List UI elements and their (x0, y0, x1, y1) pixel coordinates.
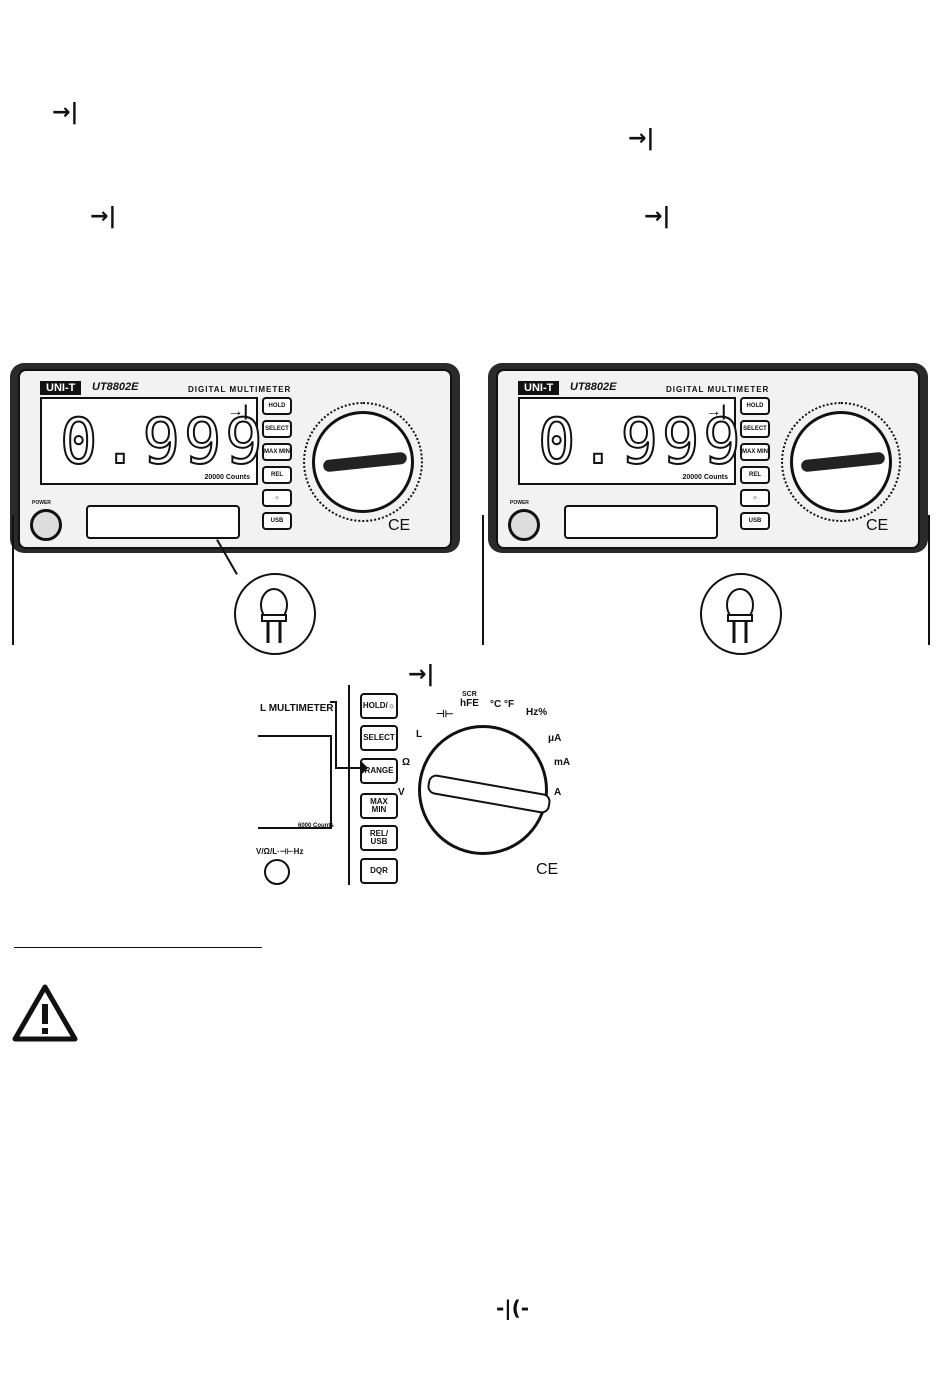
meter-title: DIGITAL MULTIMETER (188, 385, 292, 394)
body-outline (12, 515, 14, 645)
dial-label-hfe: hFE (460, 698, 479, 709)
select-button: SELECT (740, 420, 770, 438)
rotary-dial (303, 402, 423, 522)
ce-mark: CE (388, 517, 411, 534)
dqr-button: DQR (360, 858, 398, 884)
range-button: RANGE (360, 758, 398, 784)
section-divider (14, 947, 262, 948)
ce-mark: CE (866, 517, 889, 534)
power-button (30, 509, 62, 541)
dial-label-ma: mA (554, 757, 571, 768)
diode-symbol: →| (628, 126, 655, 151)
ce-mark: CE (536, 861, 559, 878)
select-button: SELECT (360, 725, 398, 751)
capacitor-symbol: -|(- (496, 1296, 530, 1320)
multimeter-illustration-right: UNI-T UT8802E DIGITAL MULTIMETER 0.999 →… (478, 355, 938, 655)
model-label: UT8802E (570, 381, 617, 393)
counts-label: 6000 Counts (298, 823, 334, 829)
rel-button: REL (262, 466, 292, 484)
diode-symbol: →| (52, 100, 79, 125)
input-jack (264, 859, 290, 885)
body-outline (928, 515, 930, 645)
model-label: UT8802E (92, 381, 139, 393)
lcd-frame (258, 735, 332, 829)
diode-symbol: →| (90, 204, 117, 229)
diode-icon: →| (705, 403, 726, 420)
rel-usb-button: REL/ USB (360, 825, 398, 851)
lcd-reading: 0.999 (537, 404, 745, 479)
lcd-display: 0.999 →| 20000 Counts (518, 397, 742, 485)
panel-edge (258, 685, 350, 885)
meter-title: DIGITAL MULTIMETER (666, 385, 770, 394)
body-outline (482, 515, 484, 645)
figure-title: L MULTIMETER (260, 703, 334, 714)
max-min-button: MAX MIN (360, 793, 398, 819)
hold-button: HOLD/☼ (360, 693, 398, 719)
diode-icon: →| (227, 403, 248, 420)
pointer-arrow (330, 701, 368, 774)
lcd-display: 0.999 →| 20000 Counts (40, 397, 264, 485)
usb-button: USB (262, 512, 292, 530)
dial-label-capacitance: ⊣⊢ (436, 709, 454, 720)
max-min-button: MAX MIN (262, 443, 292, 461)
range-button-figure: L MULTIMETER 6000 Counts V/Ω/L·⊣⊢Hz HOLD… (256, 685, 578, 890)
warning-icon (12, 984, 78, 1042)
dial-label-temp: °C °F (490, 699, 515, 710)
power-button (508, 509, 540, 541)
transistor-socket-panel (86, 505, 240, 539)
rotary-dial (418, 725, 552, 855)
brand-logo: UNI-T (518, 381, 560, 395)
backlight-button: ☼ (262, 489, 292, 507)
hold-button: HOLD (740, 397, 770, 415)
brand-logo: UNI-T (40, 381, 82, 395)
dial-label-scr: SCR (462, 691, 477, 698)
power-label: POWER (510, 500, 529, 506)
dial-label-v: V (398, 787, 405, 798)
rotary-dial (781, 402, 901, 522)
jack-label: V/Ω/L·⊣⊢Hz (256, 847, 304, 856)
diode-symbol-reverse: →| (644, 204, 671, 229)
dial-label-hz: Hz% (526, 707, 548, 718)
led-zoom-circle (700, 573, 782, 655)
select-button: SELECT (262, 420, 292, 438)
dial-label-ohm: Ω (402, 757, 411, 768)
dial-label-a: A (554, 787, 562, 798)
dial-label-ua: μA (548, 733, 562, 744)
backlight-button: ☼ (740, 489, 770, 507)
hold-button: HOLD (262, 397, 292, 415)
dial-label-l: L (416, 729, 423, 740)
counts-label: 20000 Counts (682, 474, 728, 481)
counts-label: 20000 Counts (204, 474, 250, 481)
multimeter-illustration-left: UNI-T UT8802E DIGITAL MULTIMETER 0.999 →… (0, 355, 470, 655)
usb-button: USB (740, 512, 770, 530)
led-zoom-circle (234, 573, 316, 655)
lcd-reading: 0.999 (59, 404, 267, 479)
diode-symbol: →| (408, 662, 435, 687)
transistor-socket-panel (564, 505, 718, 539)
power-label: POWER (32, 500, 51, 506)
max-min-button: MAX MIN (740, 443, 770, 461)
dial-pointer (426, 773, 552, 815)
rel-button: REL (740, 466, 770, 484)
